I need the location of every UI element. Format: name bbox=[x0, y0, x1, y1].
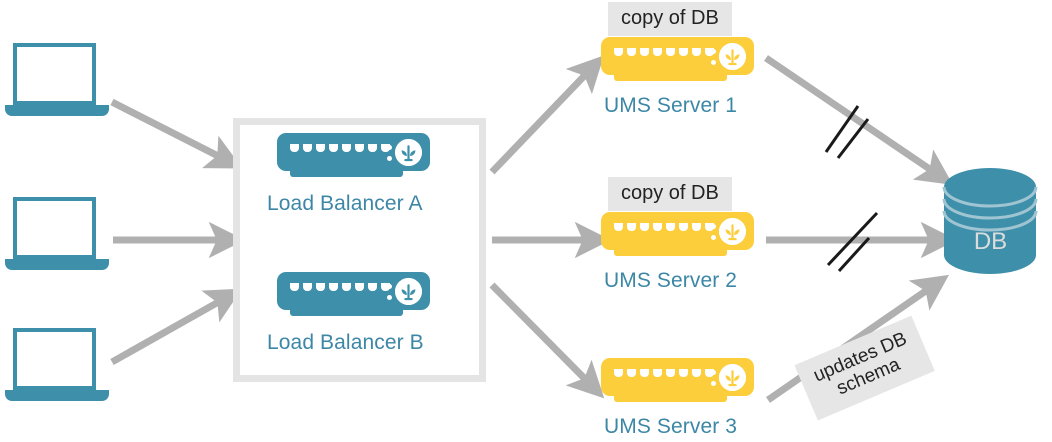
laptop-screen-icon bbox=[13, 43, 96, 105]
load-balancer-group-box bbox=[233, 118, 486, 382]
load-balancer-b-label: Load Balancer B bbox=[267, 331, 424, 354]
client-laptop-3 bbox=[5, 328, 113, 416]
copy-of-db-tag-2: copy of DB bbox=[608, 177, 732, 211]
server-port bbox=[653, 369, 662, 377]
ums-server-1-label: UMS Server 1 bbox=[604, 94, 738, 117]
ums-badge-icon bbox=[719, 364, 746, 391]
server-foot bbox=[614, 71, 727, 81]
client-laptop-1 bbox=[5, 43, 113, 131]
server-port bbox=[692, 369, 701, 377]
server-port bbox=[316, 283, 325, 291]
server-led-icon bbox=[711, 49, 716, 54]
server-led-icon bbox=[387, 156, 392, 161]
server-port bbox=[342, 283, 351, 291]
laptop-base-icon bbox=[5, 259, 109, 270]
server-port bbox=[705, 223, 714, 231]
database-cylinder-shape bbox=[942, 168, 1038, 274]
server-port bbox=[290, 283, 299, 291]
server-port bbox=[653, 223, 662, 231]
laptop-base-icon bbox=[5, 105, 109, 116]
ums-badge-icon bbox=[719, 218, 746, 245]
server-port bbox=[355, 144, 364, 152]
server-port-row bbox=[290, 144, 390, 152]
server-led-icon bbox=[711, 381, 716, 386]
server-led-icon bbox=[387, 145, 392, 150]
server-port bbox=[705, 369, 714, 377]
server-port bbox=[329, 144, 338, 152]
break-mark-ums2-a bbox=[826, 211, 879, 267]
connector-client3-to-lb bbox=[110, 288, 243, 366]
load-balancer-badge-icon bbox=[395, 278, 422, 305]
server-port bbox=[666, 369, 675, 377]
server-port bbox=[705, 48, 714, 56]
server-foot bbox=[614, 392, 727, 402]
server-port-row bbox=[614, 48, 714, 56]
server-port bbox=[316, 144, 325, 152]
server-port bbox=[627, 223, 636, 231]
server-led-icon bbox=[711, 224, 716, 229]
copy-of-db-tag-1: copy of DB bbox=[608, 2, 732, 36]
server-led-icon bbox=[711, 60, 716, 65]
laptop-screen-icon bbox=[13, 197, 96, 259]
server-port bbox=[666, 48, 675, 56]
ums-server-3-label: UMS Server 3 bbox=[604, 415, 738, 438]
load-balancer-badge-icon bbox=[395, 139, 422, 166]
ums-server-2-icon bbox=[601, 212, 754, 260]
server-led-icon bbox=[387, 295, 392, 300]
ums-badge-icon bbox=[719, 43, 746, 70]
load-balancer-a-icon bbox=[277, 133, 430, 181]
ums-server-2-label: UMS Server 2 bbox=[604, 269, 738, 292]
server-port bbox=[342, 144, 351, 152]
ums-server-1-icon bbox=[601, 37, 754, 85]
server-foot bbox=[290, 167, 403, 177]
connector-client1-to-lb bbox=[110, 98, 243, 169]
server-port bbox=[679, 369, 688, 377]
server-port bbox=[679, 223, 688, 231]
break-mark-ums1-b bbox=[836, 118, 870, 159]
connector-lb-to-ums1 bbox=[489, 55, 604, 175]
server-port bbox=[627, 48, 636, 56]
server-port-row bbox=[290, 283, 390, 291]
server-foot bbox=[614, 246, 727, 256]
server-led-icon bbox=[711, 370, 716, 375]
server-port bbox=[640, 48, 649, 56]
server-port bbox=[290, 144, 299, 152]
load-balancer-b-icon bbox=[277, 272, 430, 320]
server-port bbox=[692, 48, 701, 56]
server-port bbox=[614, 48, 623, 56]
server-port bbox=[640, 369, 649, 377]
server-port bbox=[614, 223, 623, 231]
server-port bbox=[368, 283, 377, 291]
server-port bbox=[666, 223, 675, 231]
server-port-row bbox=[614, 369, 714, 377]
break-mark-ums2-b bbox=[837, 236, 871, 273]
laptop-screen-icon bbox=[13, 328, 96, 390]
server-port bbox=[627, 369, 636, 377]
server-foot bbox=[290, 306, 403, 316]
client-laptop-2 bbox=[5, 197, 113, 285]
server-port bbox=[303, 283, 312, 291]
load-balancer-a-label: Load Balancer A bbox=[267, 192, 423, 215]
server-port bbox=[692, 223, 701, 231]
laptop-base-icon bbox=[5, 390, 109, 401]
server-port bbox=[355, 283, 364, 291]
server-port bbox=[368, 144, 377, 152]
ums-server-3-icon bbox=[601, 358, 754, 406]
server-port bbox=[381, 283, 390, 291]
server-port-row bbox=[614, 223, 714, 231]
server-port bbox=[640, 223, 649, 231]
server-port bbox=[329, 283, 338, 291]
server-port bbox=[303, 144, 312, 152]
break-mark-ums1-a bbox=[824, 105, 860, 153]
server-port bbox=[614, 369, 623, 377]
server-led-icon bbox=[711, 235, 716, 240]
connector-lb-to-ums3 bbox=[489, 282, 605, 399]
database-icon: DB bbox=[942, 168, 1039, 274]
server-led-icon bbox=[387, 284, 392, 289]
server-port bbox=[679, 48, 688, 56]
server-port bbox=[653, 48, 662, 56]
server-port bbox=[381, 144, 390, 152]
